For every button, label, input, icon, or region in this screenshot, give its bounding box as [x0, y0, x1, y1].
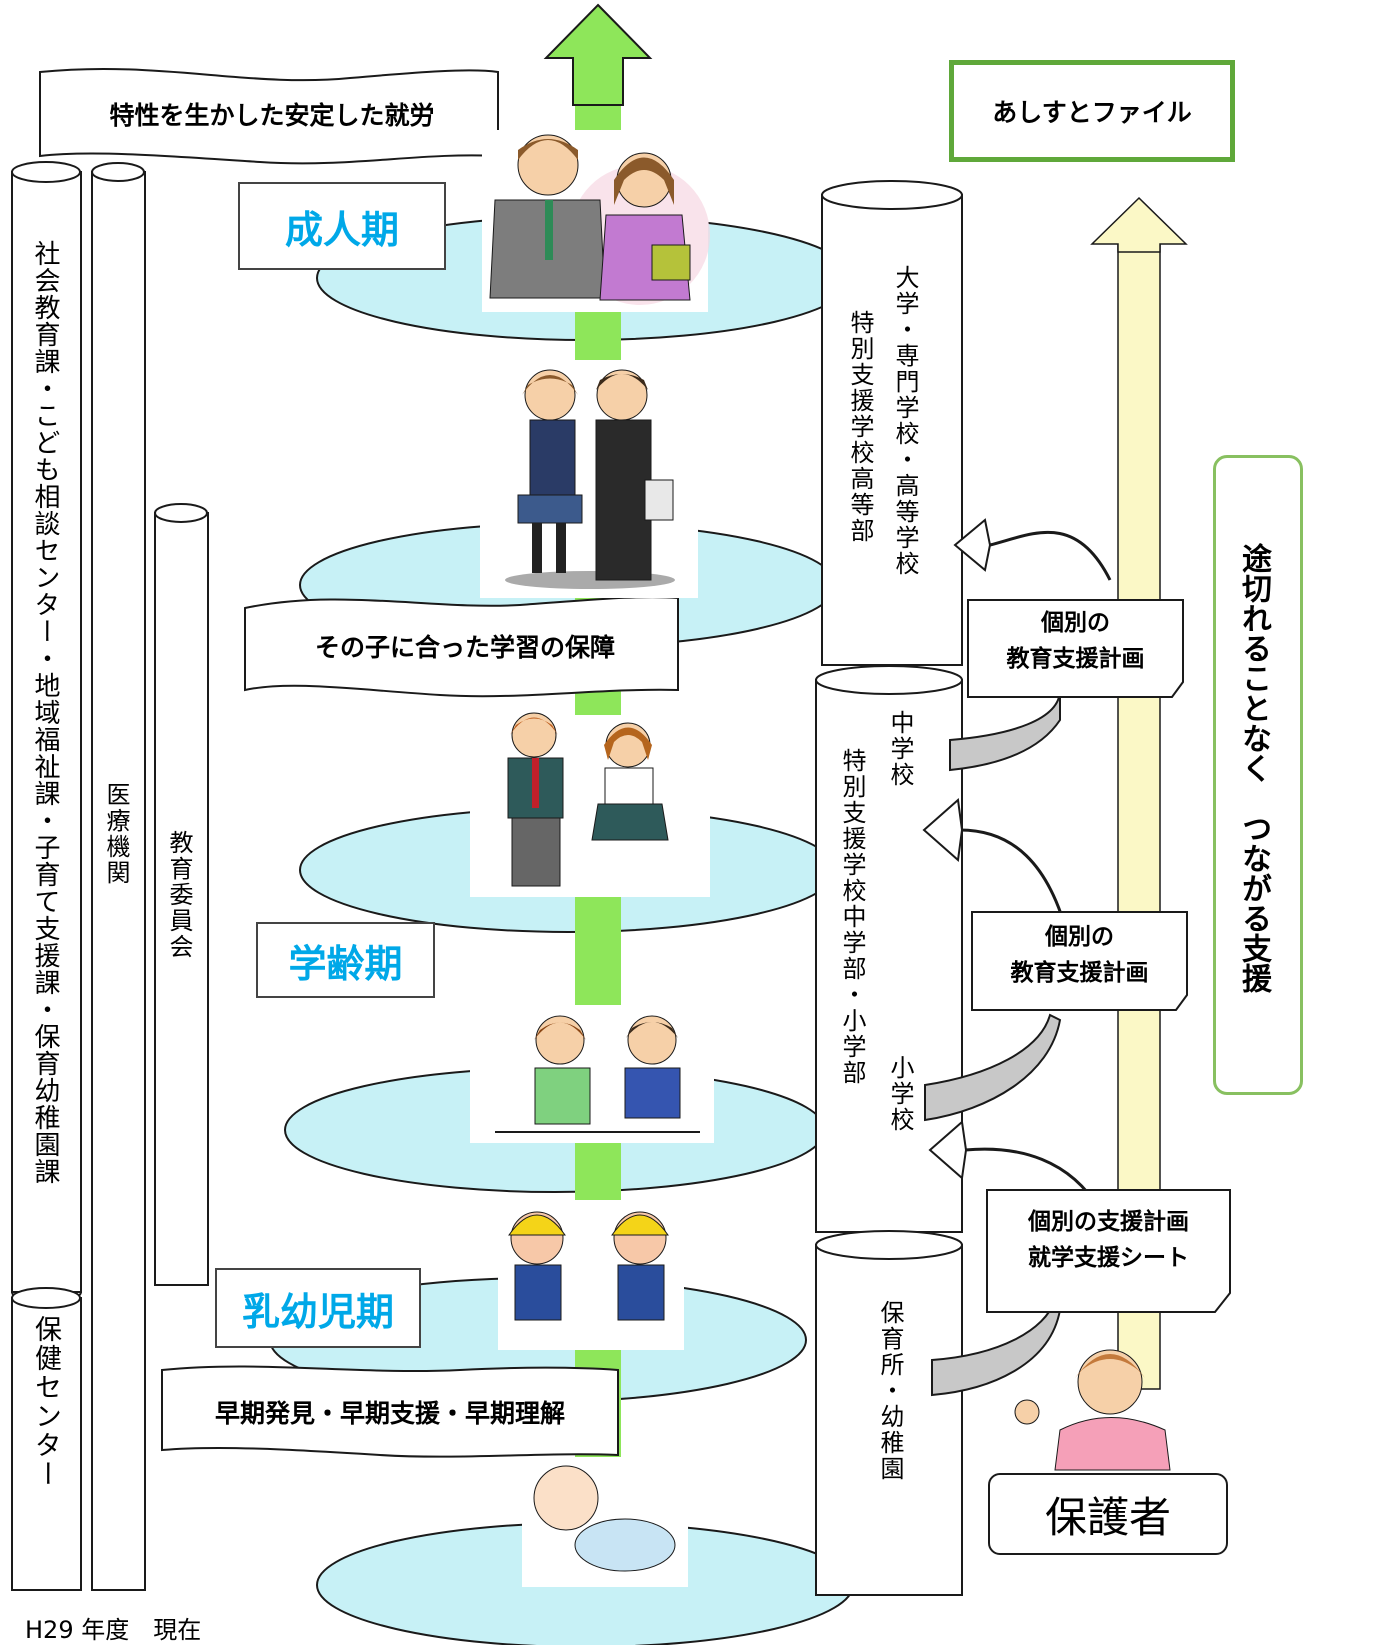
curve-arrow-mid-head	[922, 798, 964, 862]
continuity-text: 途切れることなく つながる支援	[1236, 543, 1271, 993]
cylinder-social	[11, 161, 82, 1304]
plan-note-low-line1: 個別の支援計画	[1028, 1209, 1189, 1235]
plan-note-mid: 個別の 教育支援計画	[972, 920, 1187, 991]
cylinder-medical	[91, 162, 146, 1591]
early-banner: 早期発見・早期支援・早期理解	[214, 1399, 565, 1428]
stage-adult: 成人期	[238, 182, 446, 270]
column-social-label: 社会教育課・こども相談センター・地域福祉課・子育て支援課・保育幼稚園課	[30, 240, 60, 1185]
guardian-box: 保護者	[988, 1473, 1228, 1555]
continuity-box: 途切れることなく つながる支援	[1213, 455, 1303, 1095]
junior-high-students-illustration	[470, 712, 710, 897]
guardian-mother-illustration	[1014, 1349, 1171, 1471]
kindergarten-children-illustration	[498, 1200, 684, 1350]
cylinder-board	[154, 503, 209, 1286]
curve-arrow-low-head	[928, 1120, 968, 1180]
stage-school: 学齢期	[256, 922, 435, 998]
cylinder-preschool	[815, 1230, 963, 1596]
plan-note-low: 個別の支援計画 就学支援シート	[987, 1205, 1230, 1276]
learning-banner: その子に合った学習の保障	[314, 633, 615, 662]
plan-note-shape-top	[967, 599, 1184, 698]
adult-couple-illustration	[482, 130, 710, 312]
curve-arrow-high	[989, 531, 1112, 581]
plan-note-top-line1: 個別の	[1041, 610, 1110, 636]
banner-shape-early	[161, 1365, 619, 1458]
plan-note-low-line2: 就学支援シート	[1028, 1244, 1189, 1271]
goal-banner: 特性を生かした安定した就労	[109, 101, 435, 130]
column-board-label: 教育委員会	[165, 830, 193, 960]
plan-note-mid-line2: 教育支援計画	[1010, 959, 1149, 986]
school-high-1: 大学・専門学校・高等学校	[891, 265, 919, 577]
curve-arrow-high-head	[953, 518, 992, 572]
yellow-arrow-head	[1090, 196, 1188, 253]
baby-illustration	[522, 1457, 688, 1587]
curve-arrow-mid-tail	[924, 1013, 1062, 1122]
elementary-students-illustration	[470, 1005, 714, 1143]
banner-shape-learning	[244, 596, 679, 698]
plan-note-top: 個別の 教育支援計画	[968, 606, 1183, 677]
cylinder-high	[821, 180, 963, 666]
plan-note-top-line2: 教育支援計画	[1006, 645, 1145, 672]
school-preschool: 保育所・幼稚園	[876, 1300, 904, 1482]
curve-arrow-high-tail	[949, 689, 1061, 772]
high-school-students-illustration	[480, 360, 698, 598]
plan-note-mid-line1: 個別の	[1045, 924, 1114, 950]
school-high-2: 特別支援学校高等部	[846, 310, 874, 544]
school-junior: 中学校	[886, 710, 914, 788]
school-elementary: 小学校	[886, 1055, 914, 1133]
cylinder-health	[11, 1287, 82, 1591]
green-arrow-head	[543, 3, 653, 106]
column-medical-label: 医療機関	[102, 782, 130, 886]
stage-infant: 乳幼児期	[215, 1268, 421, 1348]
plan-note-shape-low	[986, 1189, 1231, 1313]
footer-date: H29 年度 現在	[25, 1616, 202, 1644]
school-special: 特別支援学校中学部・小学部	[838, 748, 866, 1086]
column-health-label: 保健センター	[30, 1315, 61, 1489]
file-box: あしすとファイル	[949, 60, 1235, 162]
plan-note-shape-mid	[971, 911, 1188, 1011]
